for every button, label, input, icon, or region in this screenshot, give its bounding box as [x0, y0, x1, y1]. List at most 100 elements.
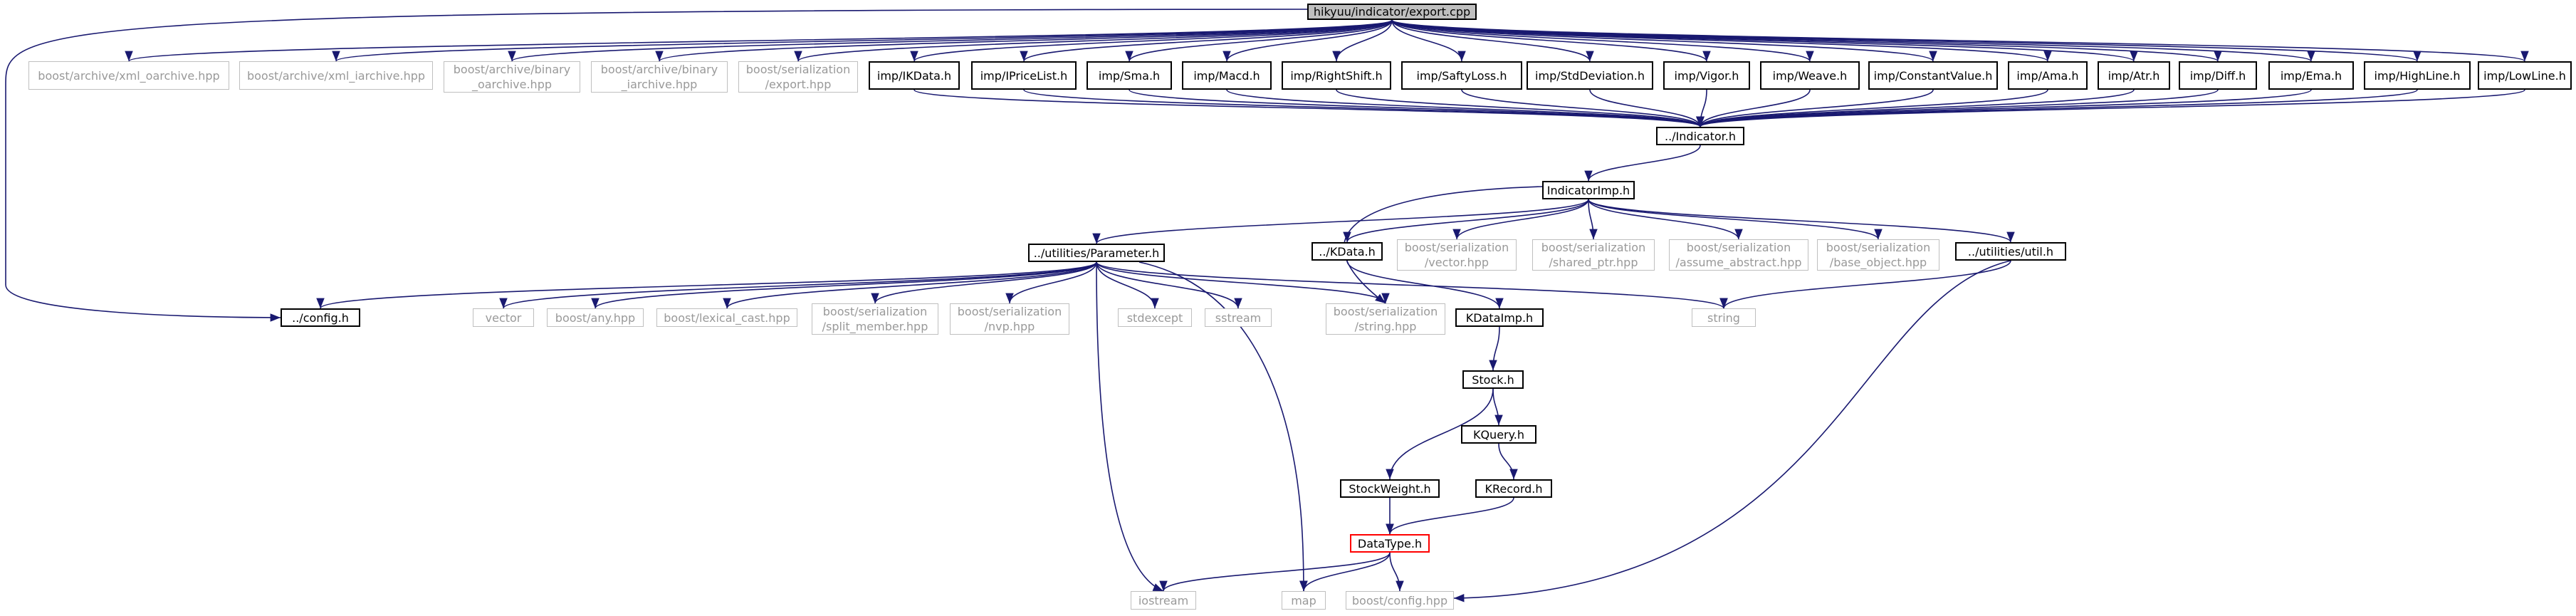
- node-label: ../utilities/util.h: [1967, 244, 2054, 259]
- node-label: boost/serialization /split_member.hpp: [822, 305, 928, 333]
- node-xml-iarchive[interactable]: boost/archive/xml_iarchive.hpp: [239, 61, 433, 90]
- node-binary-iarchive[interactable]: boost/archive/binary _iarchive.hpp: [591, 61, 728, 93]
- node-label: imp/IKData.h: [876, 68, 952, 83]
- node-label: boost/any.hpp: [555, 310, 636, 325]
- node-label: imp/Sma.h: [1098, 68, 1161, 83]
- node-label: boost/archive/binary _iarchive.hpp: [600, 63, 718, 91]
- node-highline[interactable]: imp/HighLine.h: [2364, 61, 2471, 90]
- edge-kdata_h-to-kdataimp_h: [1346, 260, 1504, 309]
- node-export-hpp[interactable]: boost/serialization /export.hpp: [738, 61, 858, 93]
- node-label: vector: [485, 310, 522, 325]
- edge-ama-to-indicator_h: [1696, 89, 2048, 127]
- node-string[interactable]: string: [1692, 308, 1756, 327]
- node-stdexcept[interactable]: stdexcept: [1118, 308, 1192, 327]
- node-macd[interactable]: imp/Macd.h: [1182, 61, 1272, 90]
- node-stock-h[interactable]: Stock.h: [1462, 370, 1524, 389]
- node-vigor[interactable]: imp/Vigor.h: [1663, 61, 1750, 90]
- node-xml-oarchive[interactable]: boost/archive/xml_oarchive.hpp: [28, 61, 229, 90]
- node-label: boost/serialization /base_object.hpp: [1826, 241, 1931, 269]
- node-config-h[interactable]: ../config.h: [281, 308, 360, 327]
- edge-constantvalue-to-indicator_h: [1696, 89, 1934, 127]
- node-ser-shared-ptr[interactable]: boost/serialization /shared_ptr.hpp: [1532, 239, 1655, 271]
- node-split-member[interactable]: boost/serialization /split_member.hpp: [812, 303, 938, 335]
- node-export-cpp[interactable]: hikyuu/indicator/export.cpp: [1307, 4, 1477, 20]
- edge-indicator_h-to-indicatorimp_h: [1584, 145, 1701, 182]
- node-label: boost/archive/xml_iarchive.hpp: [246, 68, 426, 83]
- node-label: StockWeight.h: [1349, 481, 1431, 496]
- node-krecord-h[interactable]: KRecord.h: [1475, 479, 1552, 498]
- node-label: boost/archive/binary _oarchive.hpp: [453, 63, 571, 91]
- node-stddeviation[interactable]: imp/StdDeviation.h: [1527, 61, 1653, 90]
- node-parameter-h[interactable]: ../utilities/Parameter.h: [1028, 244, 1165, 262]
- node-label: imp/ConstantValue.h: [1873, 68, 1993, 83]
- edge-root-to-weave: [1391, 19, 1814, 62]
- edge-root-to-sma: [1125, 19, 1393, 62]
- node-map[interactable]: map: [1282, 591, 1326, 610]
- edge-indicatorimp_h-to-ser_string: [1343, 186, 1543, 304]
- edge-lowline-to-indicator_h: [1696, 89, 2525, 127]
- edge-root-to-xml_iarchive: [332, 19, 1393, 62]
- node-label: imp/Macd.h: [1193, 68, 1260, 83]
- edge-root-to-binary_oarchive: [508, 19, 1393, 62]
- node-binary-oarchive[interactable]: boost/archive/binary _oarchive.hpp: [444, 61, 580, 93]
- node-ser-assume-abstract[interactable]: boost/serialization /assume_abstract.hpp: [1669, 239, 1808, 271]
- node-kdataimp-h[interactable]: KDataImp.h: [1455, 308, 1544, 327]
- node-nvp[interactable]: boost/serialization /nvp.hpp: [950, 303, 1069, 335]
- node-sstream[interactable]: sstream: [1205, 308, 1272, 327]
- edge-root-to-macd: [1222, 19, 1393, 62]
- node-stockweight-h[interactable]: StockWeight.h: [1340, 479, 1440, 498]
- node-kdata-h[interactable]: ../KData.h: [1311, 242, 1383, 261]
- node-saftyloss[interactable]: imp/SaftyLoss.h: [1401, 61, 1522, 90]
- node-label: sstream: [1215, 310, 1262, 325]
- node-lowline[interactable]: imp/LowLine.h: [2478, 61, 2572, 90]
- edge-ema-to-indicator_h: [1696, 89, 2312, 127]
- node-iostream[interactable]: iostream: [1131, 591, 1196, 610]
- node-label: boost/serialization /string.hpp: [1333, 305, 1438, 333]
- node-rightshift[interactable]: imp/RightShift.h: [1282, 61, 1391, 90]
- edge-krecord_h-to-datatype_h: [1386, 497, 1514, 535]
- node-label: iostream: [1138, 593, 1189, 607]
- node-ser-base-object[interactable]: boost/serialization /base_object.hpp: [1817, 239, 1939, 271]
- node-ser-string[interactable]: boost/serialization /string.hpp: [1326, 303, 1445, 335]
- node-lexical-cast[interactable]: boost/lexical_cast.hpp: [656, 308, 797, 327]
- node-label: ../Indicator.h: [1664, 129, 1737, 143]
- edge-indicatorimp_h-to-ser_shared_ptr: [1588, 199, 1598, 240]
- node-weave[interactable]: imp/Weave.h: [1760, 61, 1860, 90]
- node-boost-any[interactable]: boost/any.hpp: [547, 308, 644, 327]
- node-diff[interactable]: imp/Diff.h: [2179, 61, 2257, 90]
- node-label: boost/serialization /export.hpp: [745, 63, 851, 91]
- node-ikdata[interactable]: imp/IKData.h: [869, 61, 960, 90]
- node-atr[interactable]: imp/Atr.h: [2098, 61, 2170, 90]
- node-label: boost/serialization /vector.hpp: [1404, 241, 1509, 269]
- node-label: Stock.h: [1472, 372, 1514, 387]
- node-ser-vector[interactable]: boost/serialization /vector.hpp: [1397, 239, 1517, 271]
- node-kquery-h[interactable]: KQuery.h: [1461, 425, 1536, 444]
- node-label: stdexcept: [1126, 310, 1183, 325]
- node-util-h[interactable]: ../utilities/util.h: [1955, 242, 2066, 261]
- edge-root-to-lowline: [1391, 19, 2528, 62]
- node-datatype-h[interactable]: DataType.h: [1350, 534, 1430, 553]
- edge-root-to-diff: [1391, 19, 2222, 62]
- node-indicatorimp-h[interactable]: IndicatorImp.h: [1542, 181, 1635, 199]
- node-ipricelist[interactable]: imp/IPriceList.h: [971, 61, 1077, 90]
- node-ama[interactable]: imp/Ama.h: [2008, 61, 2088, 90]
- node-ema[interactable]: imp/Ema.h: [2268, 61, 2354, 90]
- edge-highline-to-indicator_h: [1696, 89, 2418, 127]
- edge-indicatorimp_h-to-util_h: [1588, 199, 2015, 243]
- node-constantvalue[interactable]: imp/ConstantValue.h: [1868, 61, 1998, 90]
- node-label: boost/serialization /nvp.hpp: [957, 305, 1062, 333]
- node-label: boost/lexical_cast.hpp: [664, 310, 790, 325]
- node-vector[interactable]: vector: [473, 308, 534, 327]
- edge-root-to-ema: [1391, 19, 2315, 62]
- node-label: boost/archive/xml_oarchive.hpp: [38, 68, 220, 83]
- edge-root-to-stddeviation: [1391, 19, 1594, 62]
- node-label: imp/Vigor.h: [1674, 68, 1739, 83]
- node-label: imp/Ema.h: [2280, 68, 2342, 83]
- edge-stddeviation-to-indicator_h: [1589, 89, 1705, 127]
- node-indicator-h[interactable]: ../Indicator.h: [1656, 127, 1744, 145]
- edge-root-to-vigor: [1391, 19, 1711, 62]
- edge-datatype_h-to-boost_config: [1389, 552, 1404, 592]
- node-sma[interactable]: imp/Sma.h: [1087, 61, 1172, 90]
- node-label: imp/IPriceList.h: [980, 68, 1068, 83]
- node-boost-config[interactable]: boost/config.hpp: [1346, 591, 1454, 610]
